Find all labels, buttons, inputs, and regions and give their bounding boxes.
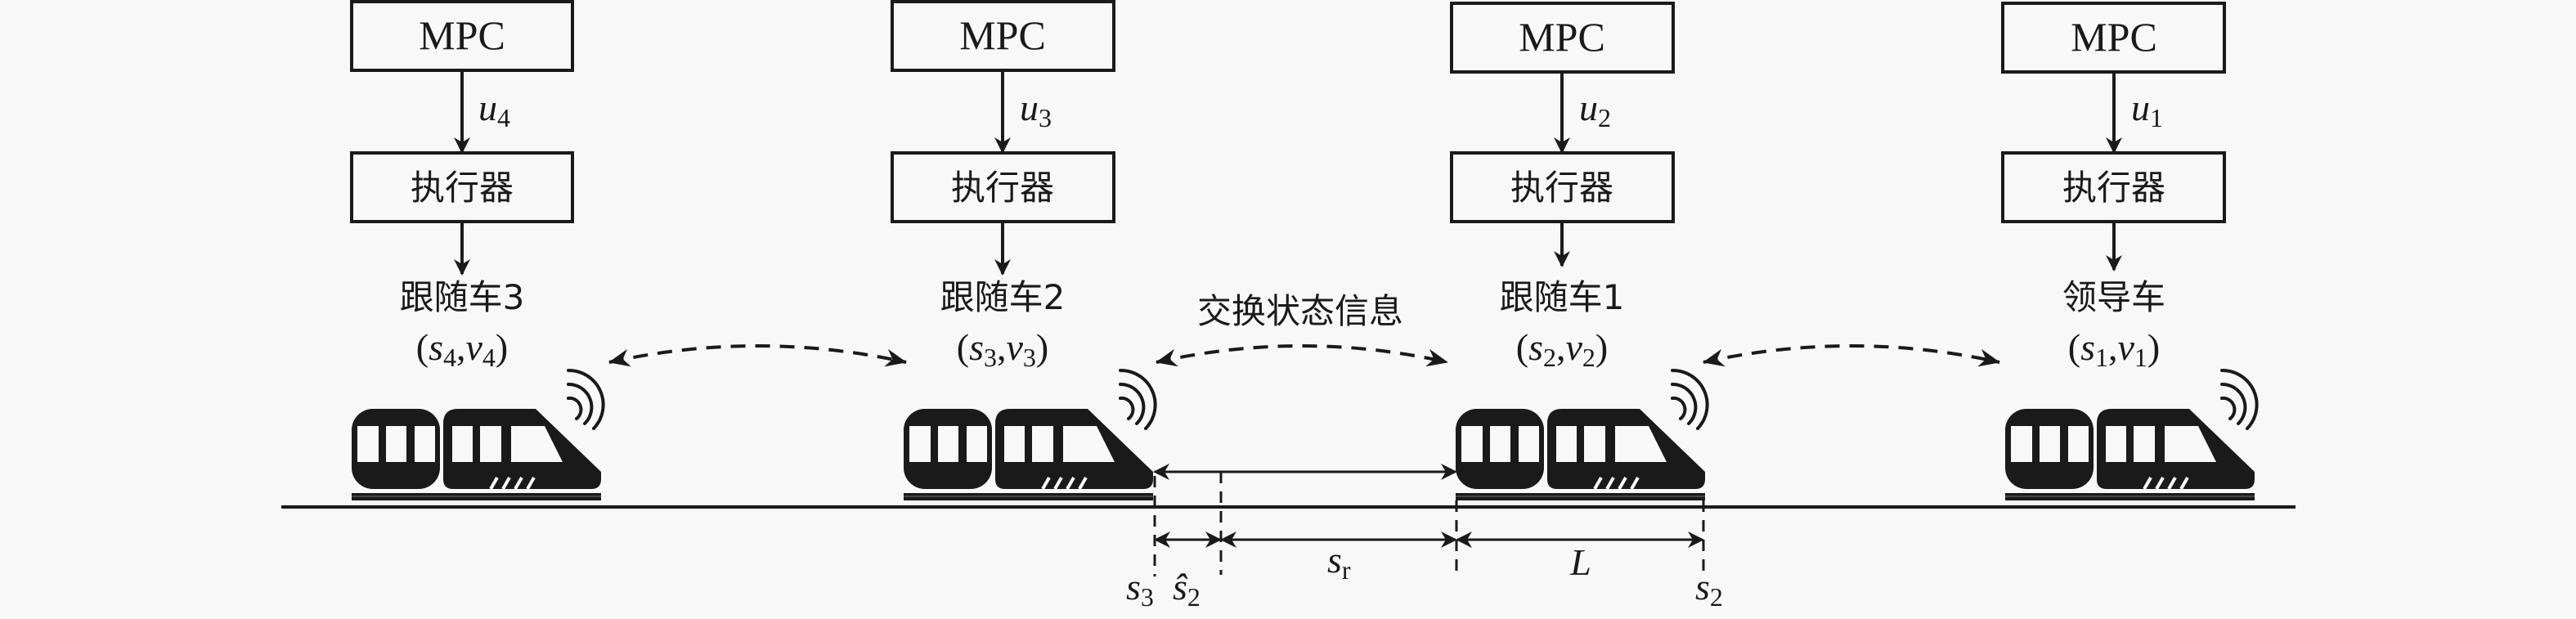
control-signal-label: u4 xyxy=(478,87,510,132)
actuator-label: 执行器 xyxy=(2062,168,2165,208)
L-label: L xyxy=(1569,541,1591,583)
mpc-label: MPC xyxy=(959,12,1046,58)
vehicle-name: 跟随车1 xyxy=(1500,277,1625,317)
sr-label: sr xyxy=(1327,539,1351,585)
vehicle-state: (s3,v3) xyxy=(957,326,1048,372)
vehicle-state: (s4,v4) xyxy=(416,326,508,372)
exchange-state-label: 交换状态信息 xyxy=(1197,291,1403,331)
actuator-label: 执行器 xyxy=(951,168,1054,208)
unit-leader: MPC u1 执行器 领导车 (s1,v1) xyxy=(2001,2,2259,502)
actuator-label: 执行器 xyxy=(1510,168,1613,208)
mpc-label: MPC xyxy=(419,12,505,58)
spacing-dimensions: s3 ŝ2 sr L s2 xyxy=(1126,464,1723,612)
unit-follower-1: MPC u2 执行器 跟随车1 (s2,v2) xyxy=(1450,2,1709,502)
mpc-label: MPC xyxy=(2071,14,2157,60)
s3-label: s3 xyxy=(1126,566,1154,612)
train-icon xyxy=(2004,368,2259,502)
control-signal-label: u1 xyxy=(2131,87,2163,132)
mpc-label: MPC xyxy=(1519,14,1605,60)
communication-link-2-1 xyxy=(1156,344,1448,367)
train-icon xyxy=(350,368,605,502)
control-signal-label: u3 xyxy=(1020,87,1052,132)
communication-link-3-2 xyxy=(608,344,907,367)
unit-follower-3: MPC u4 执行器 跟随车3 (s4,v4) xyxy=(350,0,605,502)
s2-hat-label: ŝ2 xyxy=(1173,566,1200,612)
control-signal-label: u2 xyxy=(1579,87,1611,132)
unit-follower-2: MPC u3 执行器 跟随车2 (s3,v3) xyxy=(891,0,1157,502)
train-icon xyxy=(902,368,1157,502)
vehicle-name: 跟随车3 xyxy=(400,277,525,317)
vehicle-state: (s1,v1) xyxy=(2068,326,2160,372)
actuator-label: 执行器 xyxy=(411,168,514,208)
vehicle-name: 跟随车2 xyxy=(940,277,1066,317)
vehicle-name: 领导车 xyxy=(2062,277,2165,317)
s2-label: s2 xyxy=(1695,566,1723,612)
train-icon xyxy=(1454,368,1709,502)
vehicle-state: (s2,v2) xyxy=(1516,326,1608,372)
communication-link-1-leader xyxy=(1703,344,2000,367)
